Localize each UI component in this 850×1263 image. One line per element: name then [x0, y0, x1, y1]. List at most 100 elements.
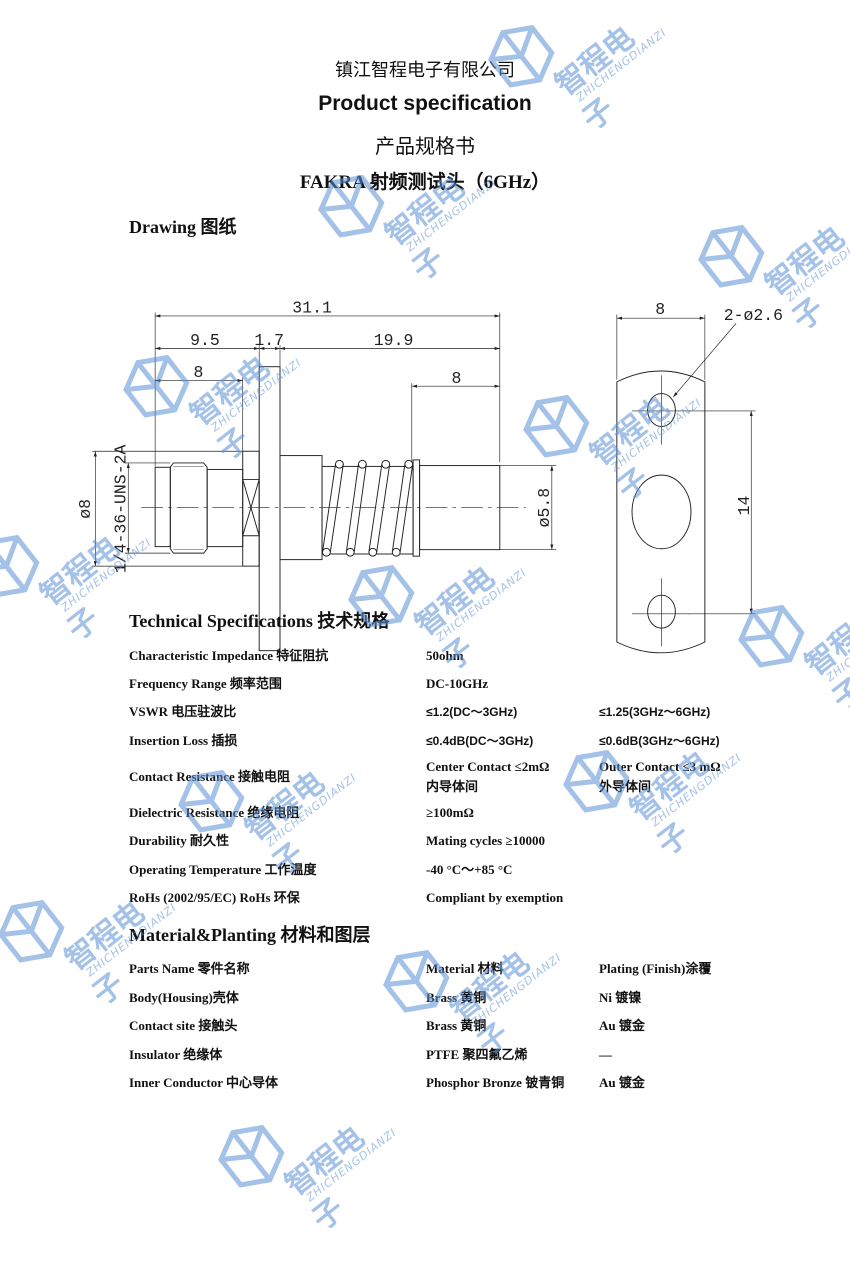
- part-plating: Au 镀金: [599, 1075, 645, 1090]
- part-name: Insulator 绝缘体: [129, 1047, 223, 1062]
- part-material: Brass 黄铜: [426, 1018, 487, 1033]
- logo-cube-icon: [738, 604, 805, 668]
- dim-9-5: 9.5: [190, 331, 220, 350]
- part-name: Inner Conductor 中心导体: [129, 1075, 279, 1090]
- part-plating: —: [599, 1047, 612, 1062]
- dim-dia-8: ø8: [76, 499, 95, 519]
- extension-lines: [92, 312, 756, 615]
- spec-label: Operating Temperature 工作温度: [129, 862, 317, 877]
- logo-cube-icon: [0, 534, 40, 598]
- watermark-en: ZHICHENGDIANZI: [648, 750, 745, 830]
- connector-side-view: [141, 366, 526, 652]
- spec-label: VSWR 电压驻波比: [129, 704, 237, 719]
- spec-value: ≤0.4dB(DC～3GHz): [426, 734, 534, 748]
- logo-cube-icon: [523, 394, 590, 458]
- part-material: Phosphor Bronze 铍青铜: [426, 1075, 565, 1090]
- watermark-cn: 智程电子: [183, 349, 277, 468]
- spec-value-sub: 内导体间: [426, 779, 479, 794]
- watermark-cn: 智程电子: [278, 1119, 372, 1238]
- dim-8-right: 8: [451, 369, 461, 388]
- title-en: Product specification: [318, 92, 532, 115]
- watermark-cn: 智程电子: [443, 944, 537, 1063]
- material-header-parts: Parts Name 零件名称: [129, 961, 250, 976]
- spec-label: Characteristic Impedance 特征阻抗: [129, 648, 329, 663]
- logo-cube-icon: [318, 174, 385, 238]
- dimension-lines: [93, 314, 753, 614]
- dim-hole-pitch: 14: [735, 495, 754, 515]
- company-name: 镇江智程电子有限公司: [335, 60, 515, 80]
- watermark-cn: 智程电子: [758, 219, 850, 338]
- watermark-en: ZHICHENGDIANZI: [783, 225, 850, 305]
- spec-value: Compliant by exemption: [426, 890, 564, 905]
- spec-value: ≥100mΩ: [426, 805, 474, 820]
- watermark-cn: 智程电子: [58, 894, 152, 1013]
- dim-holes: 2-ø2.6: [724, 306, 783, 325]
- logo-cube-icon: [488, 24, 555, 88]
- watermark-cn: 智程电子: [408, 559, 502, 678]
- drawing-heading: Drawing 图纸: [129, 217, 237, 237]
- watermark-en: ZHICHENGDIANZI: [303, 1125, 400, 1205]
- spec-value: 50ohm: [426, 648, 464, 663]
- spec-label: Durability 耐久性: [129, 833, 230, 848]
- watermark-en: ZHICHENGDIANZI: [433, 565, 530, 645]
- dim-1-7: 1.7: [254, 331, 284, 350]
- spec-label: RoHs (2002/95/EC) RoHs 环保: [129, 890, 300, 905]
- part-name: Contact site 接触头: [129, 1018, 238, 1033]
- part-material: PTFE 聚四氟乙烯: [426, 1047, 528, 1062]
- watermark-en: ZHICHENGDIANZI: [58, 535, 155, 615]
- watermark-cn: 智程电子: [238, 764, 332, 883]
- watermark-cn: 智程电子: [798, 599, 850, 718]
- logo-cube-icon: [178, 769, 245, 833]
- connector-end-view: [616, 370, 706, 654]
- spec-value: Center Contact ≤2mΩ: [426, 759, 550, 774]
- watermark-en: ZHICHENGDIANZI: [468, 950, 565, 1030]
- watermark-cn: 智程电子: [33, 529, 127, 648]
- watermark-en: ZHICHENGDIANZI: [823, 605, 850, 685]
- watermark-en: ZHICHENGDIANZI: [608, 395, 705, 475]
- watermark-en: ZHICHENGDIANZI: [263, 770, 360, 850]
- dim-overall: 31.1: [292, 299, 332, 318]
- logo-cube-icon: [348, 564, 415, 628]
- spec-label: Frequency Range 频率范围: [129, 676, 282, 691]
- material-heading: Material&Planting 材料和图层: [129, 925, 371, 945]
- watermark-en: ZHICHENGDIANZI: [403, 175, 500, 255]
- spec-value: ≤1.2(DC～3GHz): [426, 705, 518, 719]
- spec-value-2: ≤0.6dB(3GHz～6GHz): [599, 734, 720, 748]
- watermark-en: ZHICHENGDIANZI: [573, 25, 670, 105]
- title-cn: 产品规格书: [375, 136, 475, 158]
- tech-spec-heading: Technical Specifications 技术规格: [129, 611, 390, 631]
- watermark-en: ZHICHENGDIANZI: [208, 355, 305, 435]
- dim-thread: 1/4-36-UNS-2A: [112, 445, 131, 574]
- technical-drawing: 31.1 9.5 1.7 19.9 8 8 8 2-ø2.6 ø5.8 14 ø…: [76, 299, 783, 654]
- logo-cube-icon: [383, 949, 450, 1013]
- logo-cube-icon: [123, 354, 190, 418]
- spec-value: Mating cycles ≥10000: [426, 833, 546, 848]
- logo-cube-icon: [698, 224, 765, 288]
- part-plating: Au 镀金: [599, 1018, 645, 1033]
- spec-value: -40 °C～+85 °C: [426, 862, 513, 877]
- dim-dia-5-8: ø5.8: [535, 488, 554, 528]
- watermark-cn: 智程电子: [548, 19, 642, 138]
- part-plating: Ni 镀镍: [599, 990, 642, 1005]
- dim-8-left: 8: [194, 363, 204, 382]
- watermark-en: ZHICHENGDIANZI: [83, 900, 180, 980]
- dim-19-9: 19.9: [374, 331, 414, 350]
- watermark-cn: 智程电子: [583, 389, 677, 508]
- spec-value: DC-10GHz: [426, 676, 489, 691]
- dim-flange-width: 8: [655, 300, 665, 319]
- logo-cube-icon: [218, 1124, 285, 1188]
- logo-cube-icon: [563, 749, 630, 813]
- part-name: Body(Housing)壳体: [129, 990, 239, 1005]
